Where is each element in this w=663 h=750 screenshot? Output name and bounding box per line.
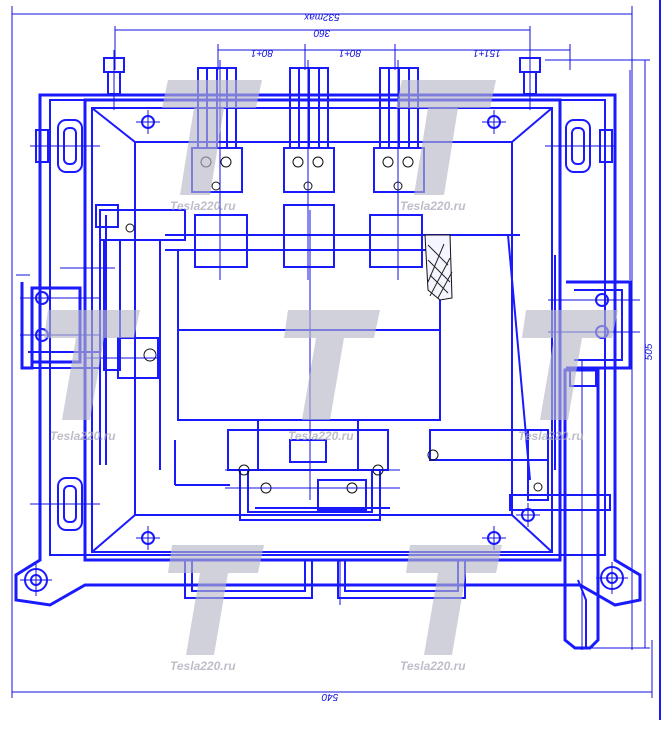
dim-360: 360 (313, 27, 330, 38)
linkage-assembly (225, 419, 400, 521)
right-dimension: 505 (545, 59, 655, 649)
watermark-t-logo (284, 310, 380, 420)
dim-532max: 532max (303, 11, 340, 22)
watermark-t-logo (406, 545, 502, 655)
drive-arm (427, 360, 611, 650)
dim-80-right: 80±1 (339, 47, 361, 58)
bottom-dimension: 540 (11, 640, 653, 702)
auxiliary-switch-left (84, 204, 186, 470)
dim-505: 505 (644, 343, 655, 360)
watermark-text: Tesla220.ru (170, 199, 236, 213)
watermark-text: Tesla220.ru (170, 659, 236, 673)
watermark-t-logo (44, 310, 140, 420)
watermark-t-logo (162, 80, 262, 195)
watermark-text: Tesla220.ru (288, 429, 354, 443)
roller-left-top (30, 119, 100, 173)
top-bolt-right (519, 50, 541, 110)
dim-80-left: 80±1 (251, 47, 273, 58)
watermark-text: Tesla220.ru (400, 199, 466, 213)
watermark-text: Tesla220.ru (50, 429, 116, 443)
watermark-t-logo (396, 80, 496, 195)
top-bolt-left (103, 50, 125, 110)
roller-left-bottom (30, 477, 100, 531)
pole-contact-2 (283, 60, 335, 280)
lifting-hole-right (596, 562, 628, 594)
watermark-t-logo (522, 310, 618, 420)
watermark-logos: Tesla220.ru Tesla220.ru Tesla220.ru Tesl… (44, 80, 618, 673)
bottom-feet (184, 560, 466, 605)
watermark-text: Tesla220.ru (518, 429, 584, 443)
lifting-hole-left (20, 564, 52, 596)
dim-151: 151±1 (473, 47, 501, 58)
watermark-text: Tesla220.ru (400, 659, 466, 673)
dim-540: 540 (321, 691, 338, 702)
roller-right-top (545, 119, 615, 173)
watermark-t-logo (168, 545, 264, 655)
top-dimensions: 532max 360 80±1 80±1 151±1 (11, 6, 633, 650)
